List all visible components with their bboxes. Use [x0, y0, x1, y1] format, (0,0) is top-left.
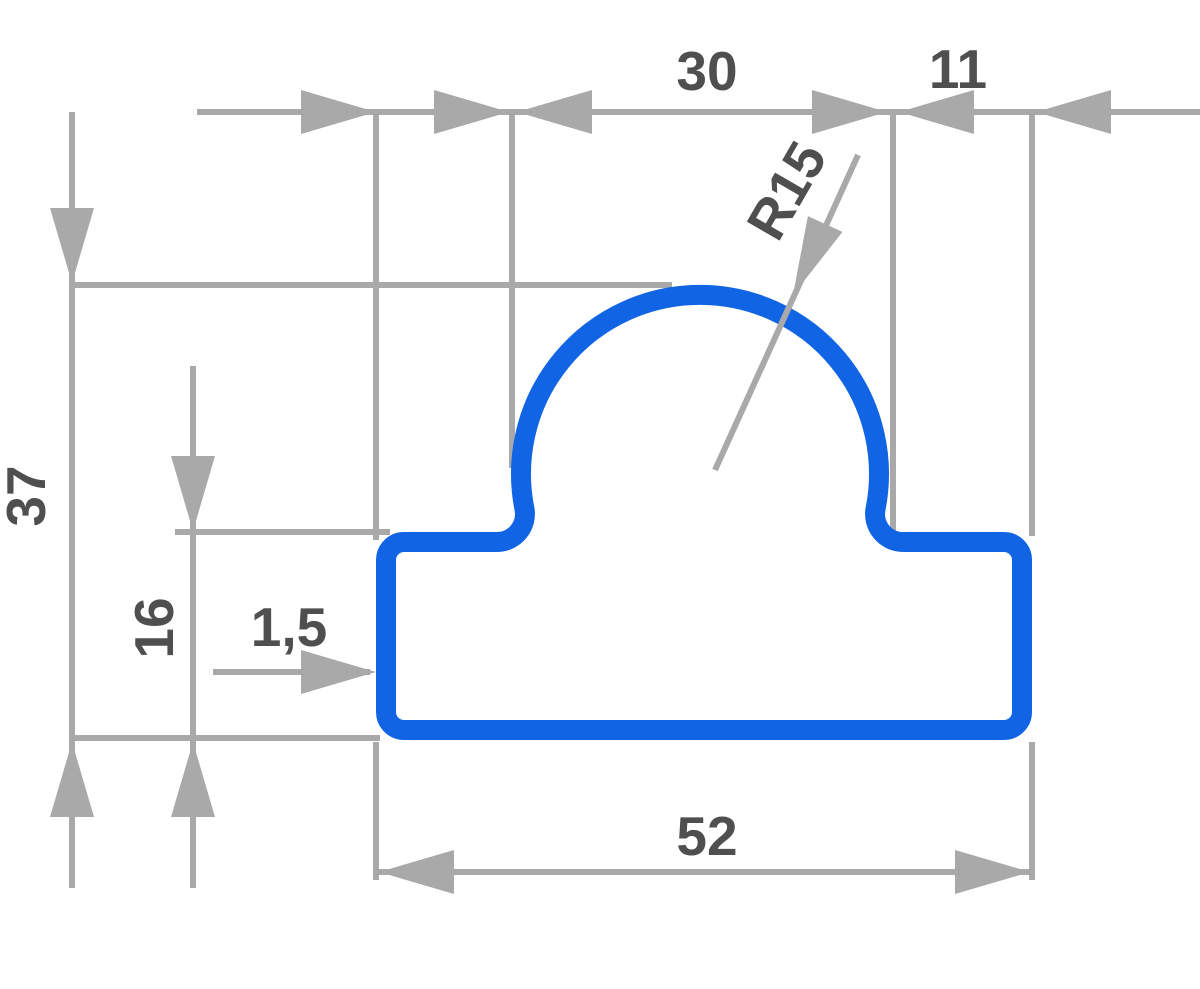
- arrowhead-up-at-base-bottom-16: [171, 742, 215, 817]
- arrowhead-down-at-dome-top: [50, 208, 94, 283]
- total-height-label: 37: [0, 465, 57, 526]
- arrowhead-right-at-left-wall: [301, 90, 376, 134]
- arrowhead-right-at-dome-right: [812, 90, 887, 134]
- arrowhead-right-at-dome-left: [434, 90, 509, 134]
- arrowhead-radius-leader: [793, 216, 843, 295]
- radius-leader-line: [712, 153, 861, 472]
- total-width-label: 52: [676, 805, 737, 867]
- profile-outline: [376, 284, 1032, 740]
- wall-thickness-label: 1,5: [251, 596, 327, 658]
- arrowhead-left-at-dome-left: [517, 90, 592, 134]
- arrowhead-down-at-base-top: [171, 456, 215, 531]
- arrowhead-left-at-base-left: [379, 850, 454, 894]
- base-height-label: 16: [123, 597, 185, 658]
- arrowhead-up-at-base-bottom-37: [50, 742, 94, 817]
- shoulder-width-label: 11: [929, 38, 987, 100]
- dimension-labels: 30 11 37 16 1,5 52: [0, 38, 987, 867]
- arrowhead-left-at-right-wall: [1036, 90, 1111, 134]
- arrowhead-right-at-outer-wall: [301, 650, 376, 694]
- arrowhead-right-at-base-right: [955, 850, 1030, 894]
- dome-width-label: 30: [676, 40, 737, 102]
- arrowhead-left-at-dome-right: [899, 90, 974, 134]
